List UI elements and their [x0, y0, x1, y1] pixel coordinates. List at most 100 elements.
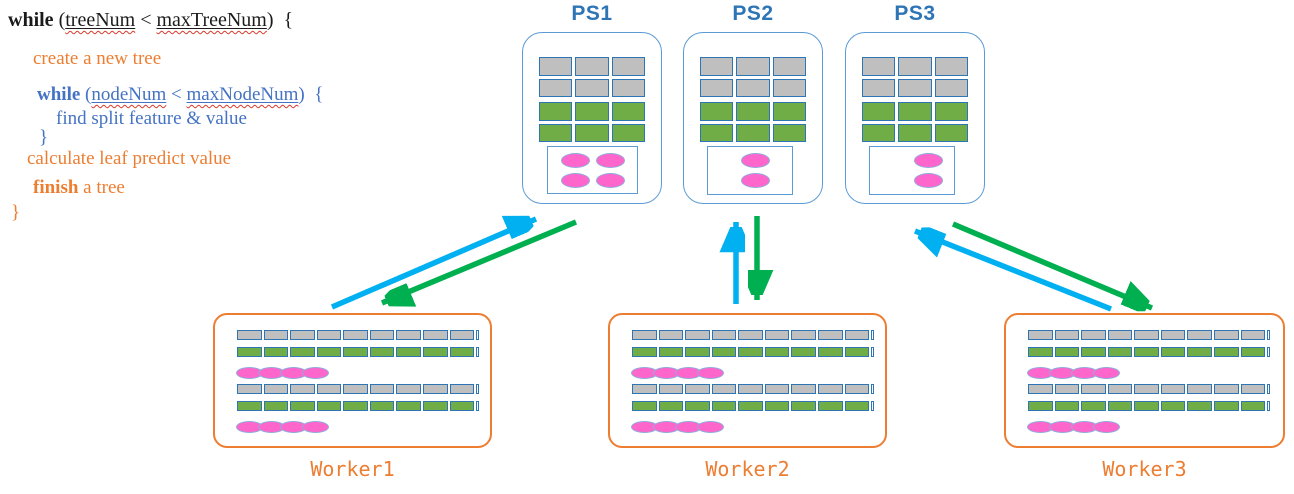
gradient-cell [772, 78, 806, 97]
ps2-hessian-grid [700, 102, 806, 142]
gradient-cell [934, 78, 968, 97]
leaf-ellipse-row [631, 367, 724, 379]
var-maxtreenum: maxTreeNum [156, 9, 267, 31]
worker1-label: Worker1 [310, 457, 395, 481]
code-line-outer-brace: } [11, 202, 21, 223]
leaf-ellipse-row [1027, 421, 1120, 433]
ps3-to-worker3-arrow [951, 221, 1152, 308]
feature-strip-green [632, 347, 875, 357]
worker1-box [213, 313, 492, 448]
ps3-box [845, 32, 985, 204]
leaf-ellipse [1093, 367, 1120, 379]
worker1-to-ps1-arrow [330, 219, 538, 310]
code-line-find-split: find split feature & value [56, 108, 247, 129]
gradient-cell [700, 57, 734, 76]
leaf-ellipse [595, 152, 625, 168]
hessian-cell [772, 102, 806, 121]
ps1-box [522, 32, 662, 204]
ps1-to-worker1-arrow [380, 219, 578, 303]
gradient-cell [736, 78, 770, 97]
while-keyword: while [37, 84, 81, 105]
feature-strip-gray [1028, 384, 1271, 394]
code-line-inner-while: while (nodeNum < maxNodeNum) { [37, 84, 324, 105]
gradient-cell [539, 78, 573, 97]
leaf-ellipse [914, 173, 943, 188]
finish-keyword: finish [33, 177, 79, 198]
leaf-ellipse [741, 173, 770, 188]
gradient-cell [934, 57, 968, 76]
hessian-cell [539, 123, 573, 142]
hessian-cell [862, 123, 896, 142]
feature-strip-green [1028, 347, 1271, 357]
ps1-leaf-box [547, 146, 638, 194]
ps3-gradient-grid [862, 57, 968, 97]
worker2-label: Worker2 [705, 457, 790, 481]
ps2-gradient-grid [700, 57, 806, 97]
gradient-cell [862, 57, 896, 76]
leaf-ellipse-row [236, 367, 329, 379]
hessian-cell [736, 123, 770, 142]
feature-strip-green [237, 401, 480, 411]
gradient-cell [898, 78, 932, 97]
hessian-cell [934, 102, 968, 121]
gradient-cell [772, 57, 806, 76]
gradient-cell [539, 57, 573, 76]
leaf-ellipse [302, 421, 329, 433]
hessian-cell [539, 102, 573, 121]
hessian-cell [611, 123, 645, 142]
hessian-cell [611, 102, 645, 121]
feature-strip-gray [632, 330, 875, 340]
hessian-cell [575, 123, 609, 142]
hessian-cell [898, 123, 932, 142]
code-line-finish-tree: finish a tree [33, 177, 125, 198]
gradient-cell [611, 78, 645, 97]
ps1-hessian-grid [539, 102, 645, 142]
leaf-ellipse-row [1027, 367, 1120, 379]
ps3-label: PS3 [894, 2, 936, 25]
leaf-ellipse [697, 421, 724, 433]
gradient-cell [575, 57, 609, 76]
leaf-ellipse [560, 172, 590, 188]
leaf-ellipse [914, 153, 943, 168]
gradient-cell [611, 57, 645, 76]
ps3-leaf-box [869, 146, 955, 195]
hessian-cell [898, 102, 932, 121]
leaf-ellipse [595, 172, 625, 188]
gradient-cell [898, 57, 932, 76]
leaf-ellipse [560, 152, 590, 168]
gradient-cell [862, 78, 896, 97]
ps1-label: PS1 [571, 2, 613, 25]
gradient-cell [736, 57, 770, 76]
worker3-box [1004, 313, 1285, 448]
code-line-calc-leaf: calculate leaf predict value [27, 148, 232, 169]
leaf-ellipse [697, 367, 724, 379]
feature-strip-gray [237, 384, 480, 394]
leaf-ellipse-row [631, 421, 724, 433]
var-treenum: treeNum [65, 9, 136, 31]
hessian-cell [934, 123, 968, 142]
ps3-hessian-grid [862, 102, 968, 142]
worker3-label: Worker3 [1102, 457, 1187, 481]
feature-strip-green [632, 401, 875, 411]
hessian-cell [575, 102, 609, 121]
code-line-create-tree: create a new tree [33, 48, 162, 69]
gradient-cell [700, 78, 734, 97]
leaf-ellipse [302, 367, 329, 379]
gradient-cell [575, 78, 609, 97]
worker3-to-ps3-arrow [915, 231, 1113, 312]
leaf-ellipse [741, 153, 770, 168]
var-nodenum: nodeNum [91, 84, 167, 105]
hessian-cell [736, 102, 770, 121]
feature-strip-green [1028, 401, 1271, 411]
feature-strip-gray [1028, 330, 1271, 340]
while-keyword: while [8, 9, 54, 31]
hessian-cell [772, 123, 806, 142]
ps2-box [683, 32, 823, 204]
hessian-cell [700, 102, 734, 121]
feature-strip-green [237, 347, 480, 357]
ps2-label: PS2 [732, 2, 774, 25]
hessian-cell [862, 102, 896, 121]
leaf-ellipse [1093, 421, 1120, 433]
leaf-ellipse-row [236, 421, 329, 433]
